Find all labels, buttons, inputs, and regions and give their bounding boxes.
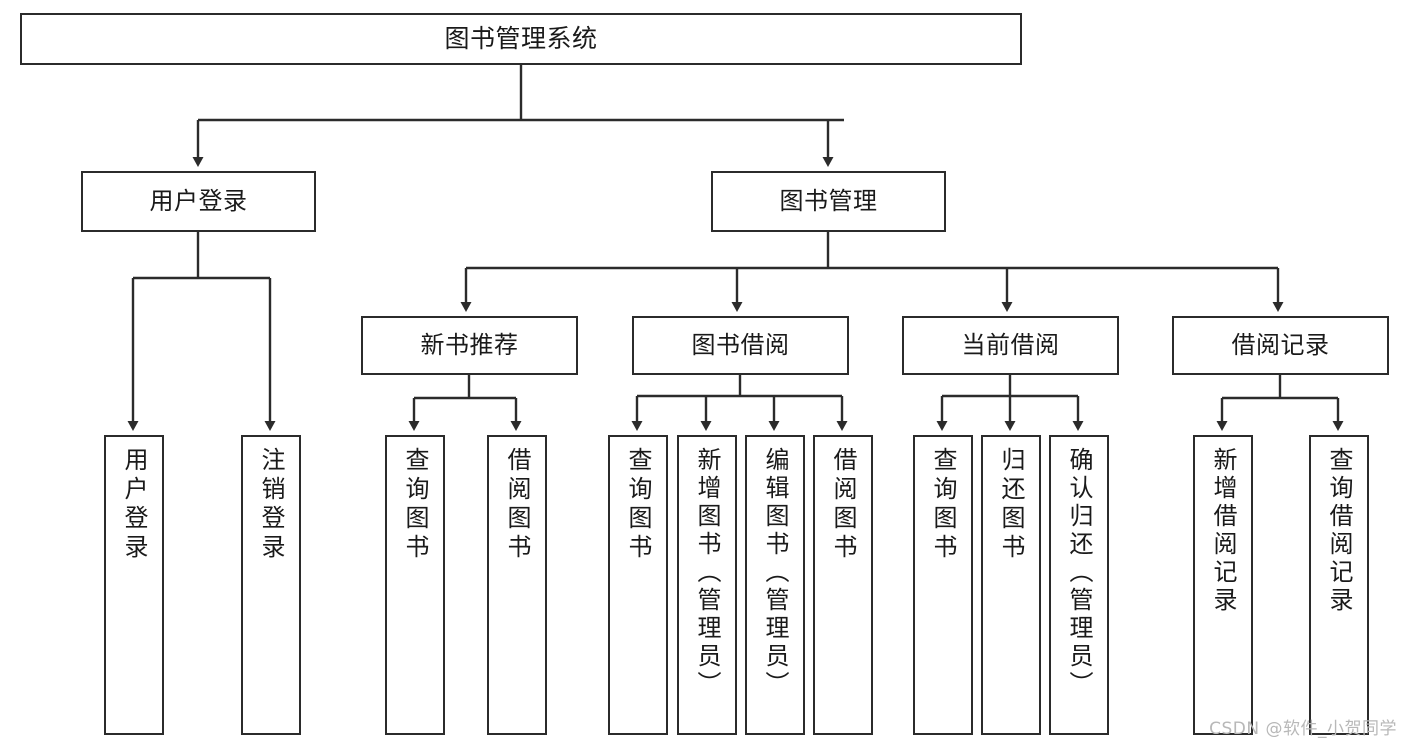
node-book-manage-label: 图书管理 bbox=[779, 187, 878, 216]
node-current-borrow-label: 当前借阅 bbox=[961, 331, 1060, 360]
node-leaf-user-login[interactable]: 用户登录 bbox=[104, 435, 164, 735]
node-root-label: 图书管理系统 bbox=[444, 24, 598, 54]
node-leaf-add-book[interactable]: 新增图书（管理员） bbox=[677, 435, 737, 735]
node-book-borrow[interactable]: 图书借阅 bbox=[632, 316, 849, 375]
node-leaf-user-logout-label: 注销登录 bbox=[257, 447, 285, 563]
node-user-login[interactable]: 用户登录 bbox=[81, 171, 316, 232]
node-leaf-return-book[interactable]: 归还图书 bbox=[981, 435, 1041, 735]
node-leaf-query-book-1[interactable]: 查询图书 bbox=[385, 435, 445, 735]
node-leaf-add-record[interactable]: 新增借阅记录 bbox=[1193, 435, 1253, 735]
node-leaf-query-book-3-label: 查询图书 bbox=[929, 447, 957, 563]
node-leaf-user-login-label: 用户登录 bbox=[120, 447, 148, 563]
node-new-book-recommend-label: 新书推荐 bbox=[420, 331, 519, 360]
node-user-login-label: 用户登录 bbox=[149, 187, 248, 216]
node-leaf-query-record[interactable]: 查询借阅记录 bbox=[1309, 435, 1369, 735]
node-leaf-query-book-2[interactable]: 查询图书 bbox=[608, 435, 668, 735]
node-leaf-borrow-book-2-label: 借阅图书 bbox=[829, 447, 857, 563]
node-leaf-edit-book[interactable]: 编辑图书（管理员） bbox=[745, 435, 805, 735]
node-leaf-return-book-label: 归还图书 bbox=[997, 447, 1025, 563]
node-borrow-record-label: 借阅记录 bbox=[1231, 331, 1330, 360]
node-book-borrow-label: 图书借阅 bbox=[691, 331, 790, 360]
node-leaf-confirm-return-label: 确认归还（管理员） bbox=[1065, 447, 1093, 699]
node-new-book-recommend[interactable]: 新书推荐 bbox=[361, 316, 578, 375]
node-leaf-query-book-3[interactable]: 查询图书 bbox=[913, 435, 973, 735]
node-root[interactable]: 图书管理系统 bbox=[20, 13, 1022, 65]
node-leaf-query-record-label: 查询借阅记录 bbox=[1325, 447, 1353, 615]
node-leaf-add-record-label: 新增借阅记录 bbox=[1209, 447, 1237, 615]
node-leaf-borrow-book-1[interactable]: 借阅图书 bbox=[487, 435, 547, 735]
node-leaf-borrow-book-2[interactable]: 借阅图书 bbox=[813, 435, 873, 735]
node-leaf-borrow-book-1-label: 借阅图书 bbox=[503, 447, 531, 563]
node-leaf-confirm-return[interactable]: 确认归还（管理员） bbox=[1049, 435, 1109, 735]
node-leaf-edit-book-label: 编辑图书（管理员） bbox=[761, 447, 789, 699]
node-leaf-query-book-2-label: 查询图书 bbox=[624, 447, 652, 563]
node-leaf-user-logout[interactable]: 注销登录 bbox=[241, 435, 301, 735]
node-leaf-add-book-label: 新增图书（管理员） bbox=[693, 447, 721, 699]
watermark-text: CSDN @软件_小贺同学 bbox=[1209, 719, 1397, 739]
node-leaf-query-book-1-label: 查询图书 bbox=[401, 447, 429, 563]
node-book-manage[interactable]: 图书管理 bbox=[711, 171, 946, 232]
node-borrow-record[interactable]: 借阅记录 bbox=[1172, 316, 1389, 375]
node-current-borrow[interactable]: 当前借阅 bbox=[902, 316, 1119, 375]
